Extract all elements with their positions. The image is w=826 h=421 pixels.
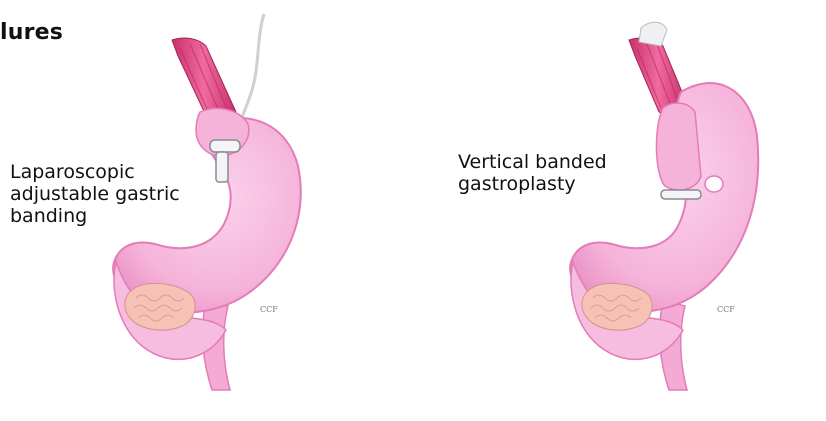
lagb-illustration: CCF xyxy=(80,0,320,400)
staple-window xyxy=(705,176,723,192)
port-tube xyxy=(240,14,264,124)
gastric-band xyxy=(210,140,240,152)
vbg-illustration: CCF xyxy=(537,0,777,400)
watermark: CCF xyxy=(260,305,278,314)
gastric-pouch xyxy=(656,103,701,190)
gastric-band xyxy=(661,190,701,199)
page-heading: lures xyxy=(0,20,63,45)
watermark: CCF xyxy=(717,305,735,314)
